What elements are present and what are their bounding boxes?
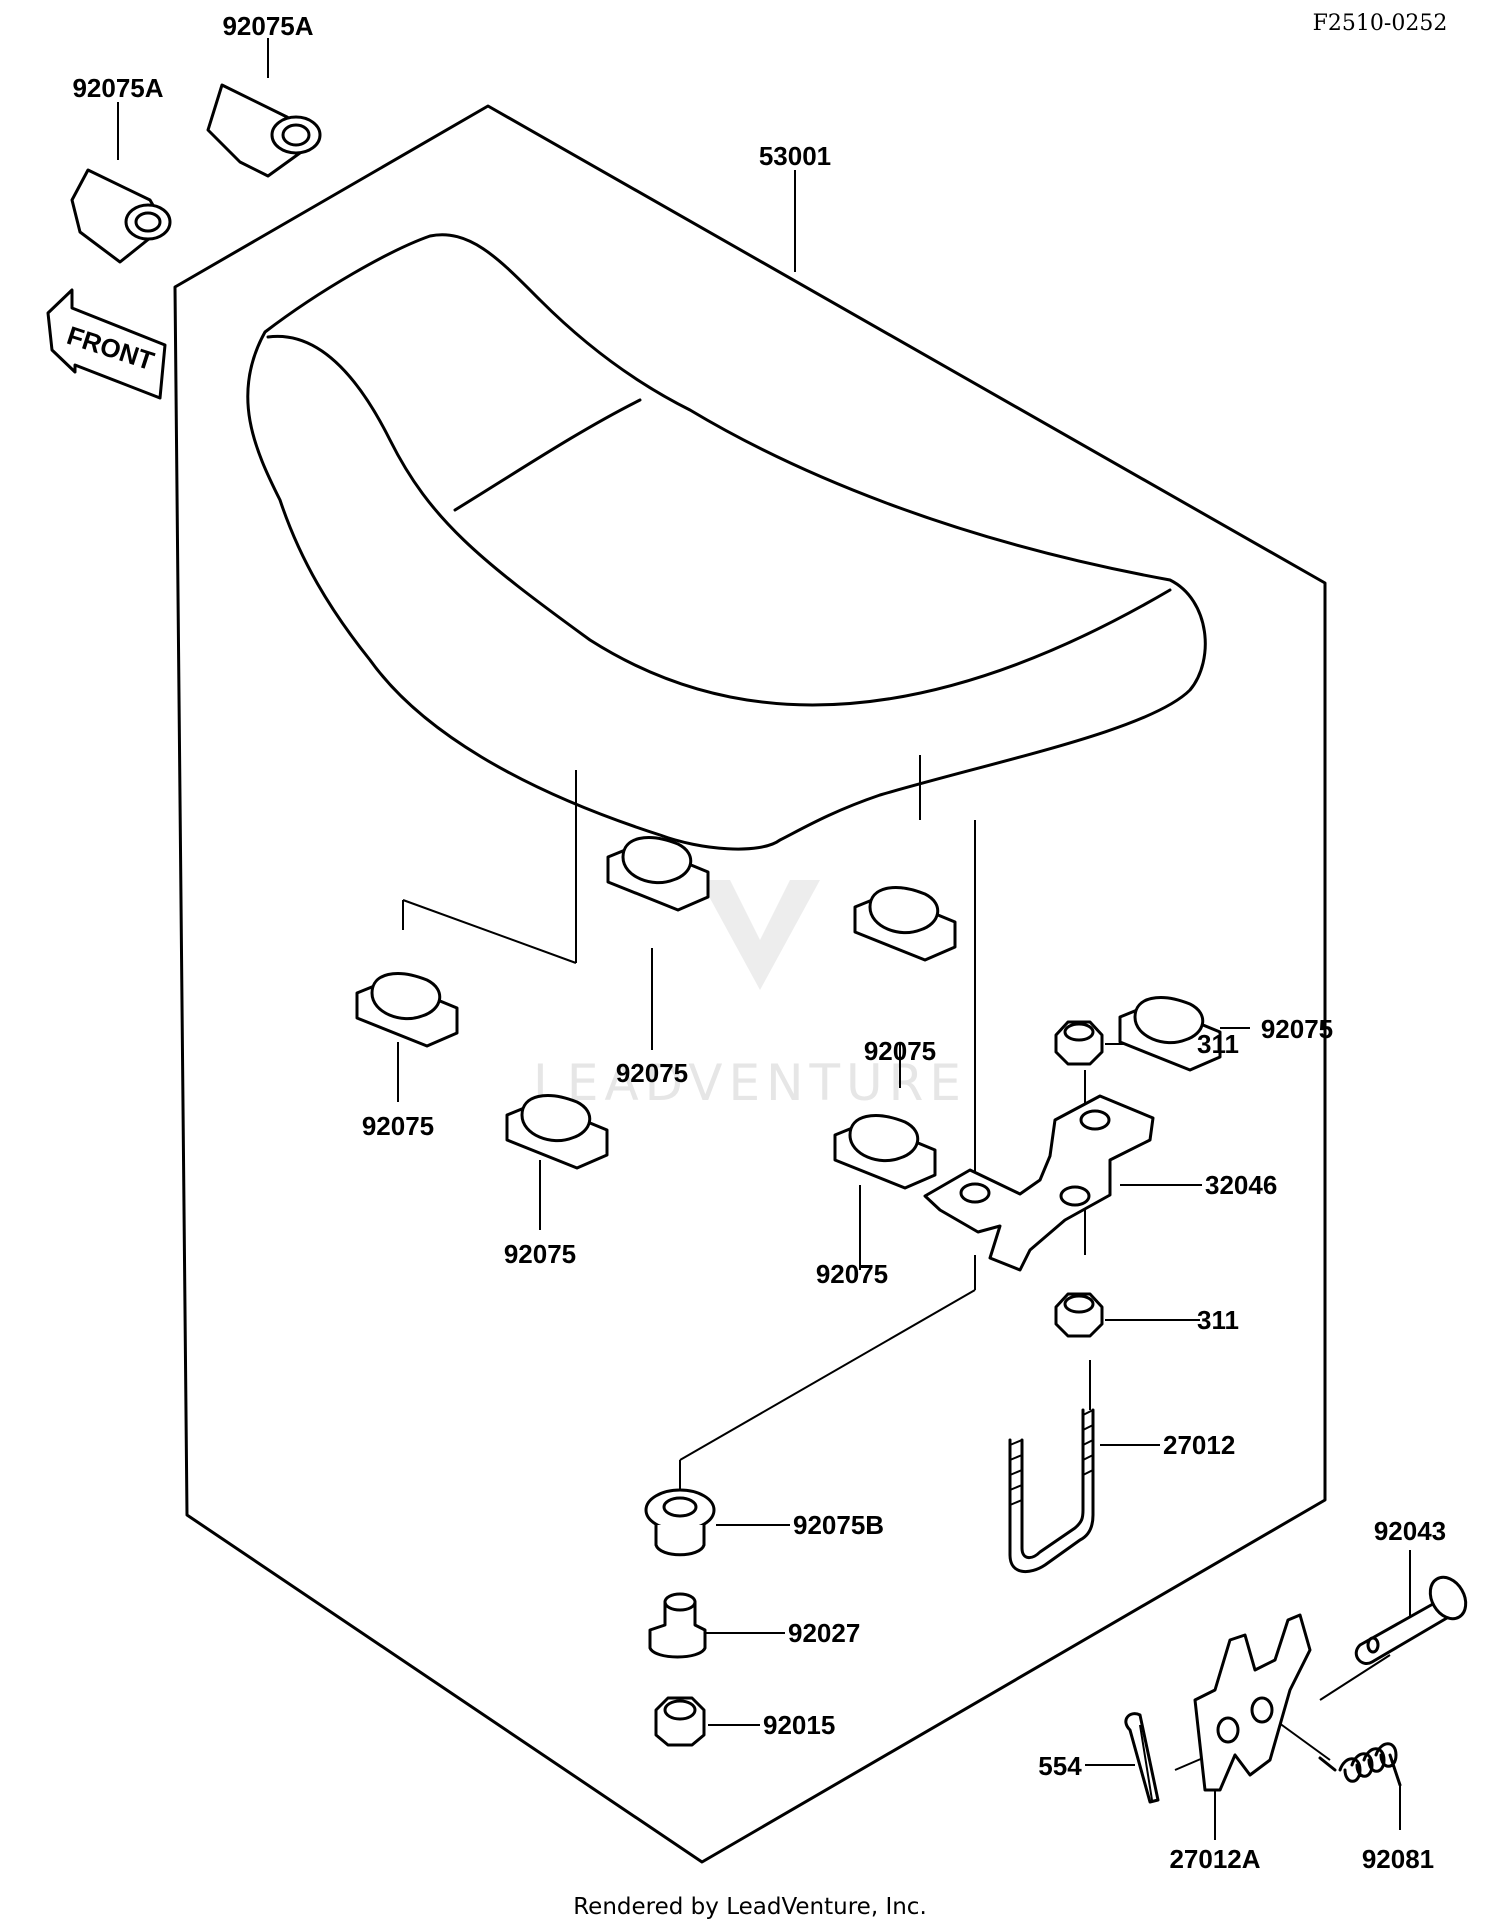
grommet-92075B — [644, 1488, 716, 1557]
pin-92043 — [1354, 1575, 1468, 1665]
callout-labels: 92075A 92075A 53001 92075 92075 92075 92… — [72, 11, 1446, 1874]
collar-92075A-top — [206, 83, 322, 178]
front-arrow-icon: FRONT — [46, 288, 167, 400]
nut-311-top — [1054, 1020, 1104, 1066]
callout-92075-c: 92075 — [864, 1036, 936, 1066]
callout-92075-e: 92075 — [504, 1239, 576, 1269]
seat-53001 — [246, 233, 1207, 851]
cushion-92075-b — [355, 972, 459, 1048]
callout-92075-d: 92075 — [1261, 1014, 1333, 1044]
leader-lines — [117, 38, 1411, 1840]
nut-92015 — [654, 1696, 706, 1747]
collar-92027 — [648, 1592, 707, 1659]
callout-32046: 32046 — [1205, 1170, 1277, 1200]
callout-53001: 53001 — [759, 141, 831, 171]
callout-92075A-left: 92075A — [72, 73, 163, 103]
callout-92027: 92027 — [788, 1618, 860, 1648]
bracket-32046 — [923, 1094, 1155, 1272]
callout-554: 554 — [1038, 1751, 1082, 1781]
latch-27012A — [1193, 1613, 1312, 1792]
nut-311-bottom — [1054, 1292, 1104, 1338]
callout-92075-f: 92075 — [816, 1259, 888, 1289]
u-bolt-27012 — [1008, 1408, 1095, 1574]
collar-92075A-left — [70, 168, 172, 264]
callout-27012: 27012 — [1163, 1430, 1235, 1460]
cotter-pin-554 — [1124, 1712, 1160, 1804]
assembly-outline — [173, 104, 1327, 1864]
callout-92075-b: 92075 — [362, 1111, 434, 1141]
callout-92075A-top: 92075A — [222, 11, 313, 41]
callout-311-top: 311 — [1197, 1029, 1239, 1059]
callout-92043: 92043 — [1374, 1516, 1446, 1546]
callout-92081: 92081 — [1362, 1844, 1434, 1874]
callout-92015: 92015 — [763, 1710, 835, 1740]
cushion-92075-d — [1118, 996, 1222, 1072]
cushion-92075-f — [833, 1114, 937, 1190]
cushion-92075-a — [606, 836, 710, 912]
cushion-92075-c — [853, 886, 957, 962]
callout-92075-a: 92075 — [616, 1058, 688, 1088]
footer-credit: Rendered by LeadVenture, Inc. — [573, 1894, 927, 1920]
spring-92081 — [1318, 1742, 1402, 1787]
callout-311-bottom: 311 — [1197, 1305, 1239, 1335]
callout-92075B: 92075B — [793, 1510, 884, 1540]
cushion-92075-e — [505, 1094, 609, 1170]
watermark-text: LEADVENTURE — [533, 1054, 967, 1112]
diagram-code: F2510-0252 — [1313, 11, 1448, 36]
callout-27012A: 27012A — [1169, 1844, 1260, 1874]
